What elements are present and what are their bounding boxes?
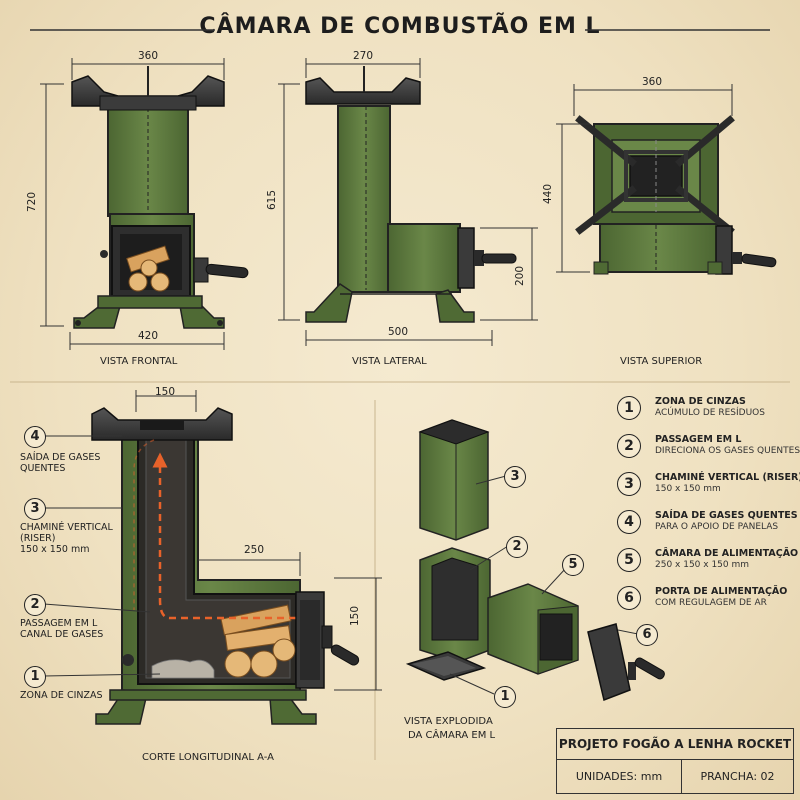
exploded-label-line2: DA CÂMARA EM L (408, 730, 496, 741)
exploded-marker-5: 5 (562, 554, 584, 576)
top-view (556, 84, 777, 275)
side-dim-bottom: 500 (388, 326, 409, 338)
section-view-label: CORTE LONGITUDINAL A-A (142, 752, 274, 763)
callout-marker-4: 4 (24, 426, 46, 448)
top-dim-left: 440 (542, 183, 555, 205)
callout-4-line1: SAÍDA DE GASES (20, 452, 101, 463)
front-dim-left: 720 (26, 191, 39, 213)
callout-3: CHAMINÉ VERTICAL (RISER) 150 x 150 mm (20, 522, 113, 555)
section-dim-feed: 250 (244, 544, 265, 556)
section-dim-feed-height: 150 (349, 605, 362, 627)
side-dim-left: 615 (266, 189, 279, 211)
side-dim-top: 270 (353, 50, 374, 62)
exploded-marker-6: 6 (636, 624, 658, 646)
title-block-units: UNIDADES: mm (557, 760, 682, 793)
legend-title-1: ZONA DE CINZAS (655, 396, 746, 407)
front-view (40, 58, 249, 350)
title-block-project: PROJETO FOGÃO A LENHA ROCKET (557, 729, 793, 760)
legend-num-2: 2 (617, 434, 641, 458)
legend-sub-2: DIRECIONA OS GASES QUENTES (655, 446, 800, 456)
front-logs (126, 245, 170, 292)
legend-sub-4: PARA O APOIO DE PANELAS (655, 522, 779, 532)
top-dim-top: 360 (642, 76, 663, 88)
legend-sub-6: COM REGULAGEM DE AR (655, 598, 767, 608)
legend-title-3: CHAMINÉ VERTICAL (RISER) (655, 472, 800, 483)
top-view-label: VISTA SUPERIOR (620, 356, 703, 367)
side-dim-right: 200 (514, 265, 527, 287)
legend-num-5: 5 (617, 548, 641, 572)
callout-3-line1: CHAMINÉ VERTICAL (20, 522, 113, 533)
exploded-marker-2: 2 (506, 536, 528, 558)
section-view (43, 390, 382, 725)
callout-1-line1: ZONA DE CINZAS (20, 690, 103, 701)
callout-marker-3: 3 (24, 498, 46, 520)
callout-2: PASSAGEM EM L CANAL DE GASES (20, 618, 103, 640)
callout-marker-1: 1 (24, 666, 46, 688)
side-view-label: VISTA LATERAL (352, 356, 427, 367)
legend-num-1: 1 (617, 396, 641, 420)
exploded-marker-3: 3 (504, 466, 526, 488)
side-view (278, 58, 538, 346)
legend-sub-5: 250 x 150 x 150 mm (655, 560, 750, 570)
front-dim-top: 360 (138, 50, 159, 62)
legend-num-6: 6 (617, 586, 641, 610)
legend-title-6: PORTA DE ALIMENTAÇÃO (655, 586, 788, 597)
callout-3-line2: (RISER) (20, 533, 56, 544)
legend-title-2: PASSAGEM EM L (655, 434, 742, 445)
exploded-view (405, 419, 665, 702)
legend-title-4: SAÍDA DE GASES QUENTES (655, 510, 798, 521)
title-block-sheet: PRANCHA: 02 (700, 770, 775, 783)
exploded-marker-1: 1 (494, 686, 516, 708)
callout-1: ZONA DE CINZAS (20, 690, 103, 701)
legend-sub-1: ACÚMULO DE RESÍDUOS (655, 408, 765, 418)
callout-2-line1: PASSAGEM EM L (20, 618, 98, 629)
section-logs (220, 604, 296, 678)
legend-sub-3: 150 x 150 mm (655, 484, 721, 494)
callout-3-line3: 150 x 150 mm (20, 544, 90, 555)
legend-num-3: 3 (617, 472, 641, 496)
title-block: PROJETO FOGÃO A LENHA ROCKET UNIDADES: m… (556, 728, 794, 794)
callout-4-line2: QUENTES (20, 463, 66, 474)
front-view-label: VISTA FRONTAL (100, 356, 178, 367)
legend-num-4: 4 (617, 510, 641, 534)
section-dim-riser: 150 (155, 386, 176, 398)
sheet-title: CÂMARA DE COMBUSTÃO EM L (199, 14, 601, 39)
callout-2-line2: CANAL DE GASES (20, 629, 104, 640)
callout-marker-2: 2 (24, 594, 46, 616)
exploded-label-line1: VISTA EXPLODIDA (404, 716, 493, 727)
legend-title-5: CÂMARA DE ALIMENTAÇÃO (655, 548, 799, 559)
front-dim-bottom: 420 (138, 330, 159, 342)
callout-4: SAÍDA DE GASES QUENTES (20, 452, 100, 474)
